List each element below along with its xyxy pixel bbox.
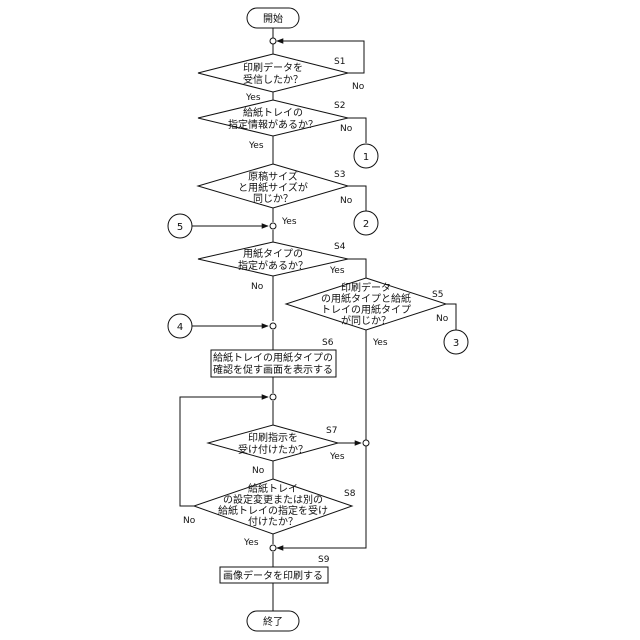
s8-line1: 給紙トレイ [248,482,298,495]
s7-line2: 受け付けたか？ [238,443,308,456]
s2-yes-label: Yes [248,141,264,151]
s3-step-label: S3 [334,170,345,180]
s7-no-label: No [252,466,265,476]
junction-s9 [270,545,276,551]
s8-line3: 給紙トレイの指定を受け [218,504,328,517]
connector-4-label: 4 [177,322,183,333]
s8-line4: 付けたか？ [248,515,298,528]
s6-line2: 確認を促す画面を表示する [213,363,333,376]
s5-line3: トレイの用紙タイプ [321,303,411,316]
s2-step-label: S2 [334,101,345,111]
s5-step-label: S5 [432,290,443,300]
connector-3-label: 3 [453,338,459,349]
s9-step-label: S9 [318,555,330,565]
junction-s7-yes [363,440,369,446]
s3-no-label: No [340,196,353,206]
connector-1-label: 1 [363,152,369,163]
s4-yes-label: Yes [329,266,345,276]
s7-line1: 印刷指示を [248,431,298,444]
s5-line2: の用紙タイプと給紙 [321,292,411,305]
s8-no-label: No [183,516,196,526]
junction-s7 [270,394,276,400]
s6-step-label: S6 [322,338,334,348]
junction-s1 [270,38,276,44]
s3-line1: 原稿サイズ [248,170,298,183]
s8-step-label: S8 [344,489,356,499]
s5-no-label: No [436,314,449,324]
s2-line2: 指定情報があるか？ [228,118,318,131]
s1-no-label: No [352,82,365,92]
end-label: 終了 [263,615,283,628]
s9-line1: 画像データを印刷する [223,569,323,582]
s1-step-label: S1 [334,57,345,67]
s5-line4: が同じか？ [341,314,391,327]
s7-step-label: S7 [326,426,337,436]
s7-yes-label: Yes [329,452,345,462]
connector-5-label: 5 [177,222,183,233]
s5-yes-label: Yes [372,338,388,348]
s8-line2: の設定変更または別の [223,493,323,506]
s2-line1: 給紙トレイの [243,106,303,119]
s4-no-label: No [251,282,264,292]
s1-line2: 受信したか？ [243,74,303,86]
s1-yes-label: Yes [245,93,261,103]
s6-line1: 給紙トレイの用紙タイプの [213,351,333,364]
s1-line1: 印刷データを [243,61,303,74]
connector-2-label: 2 [363,219,369,230]
junction-s6 [270,323,276,329]
s8-yes-label: Yes [243,538,259,548]
s5-line1: 印刷データ [341,281,391,294]
s3-line3: 同じか？ [253,193,293,205]
s4-line2: 指定があるか？ [238,259,308,272]
s3-yes-label: Yes [281,217,297,227]
s3-line2: と用紙サイズが [238,181,308,194]
line-s4-yes [348,259,366,278]
s4-step-label: S4 [334,242,346,252]
s4-line1: 用紙タイプの [243,247,303,260]
start-label: 開始 [263,12,283,25]
junction-s4 [270,223,276,229]
s2-no-label: No [340,124,353,134]
